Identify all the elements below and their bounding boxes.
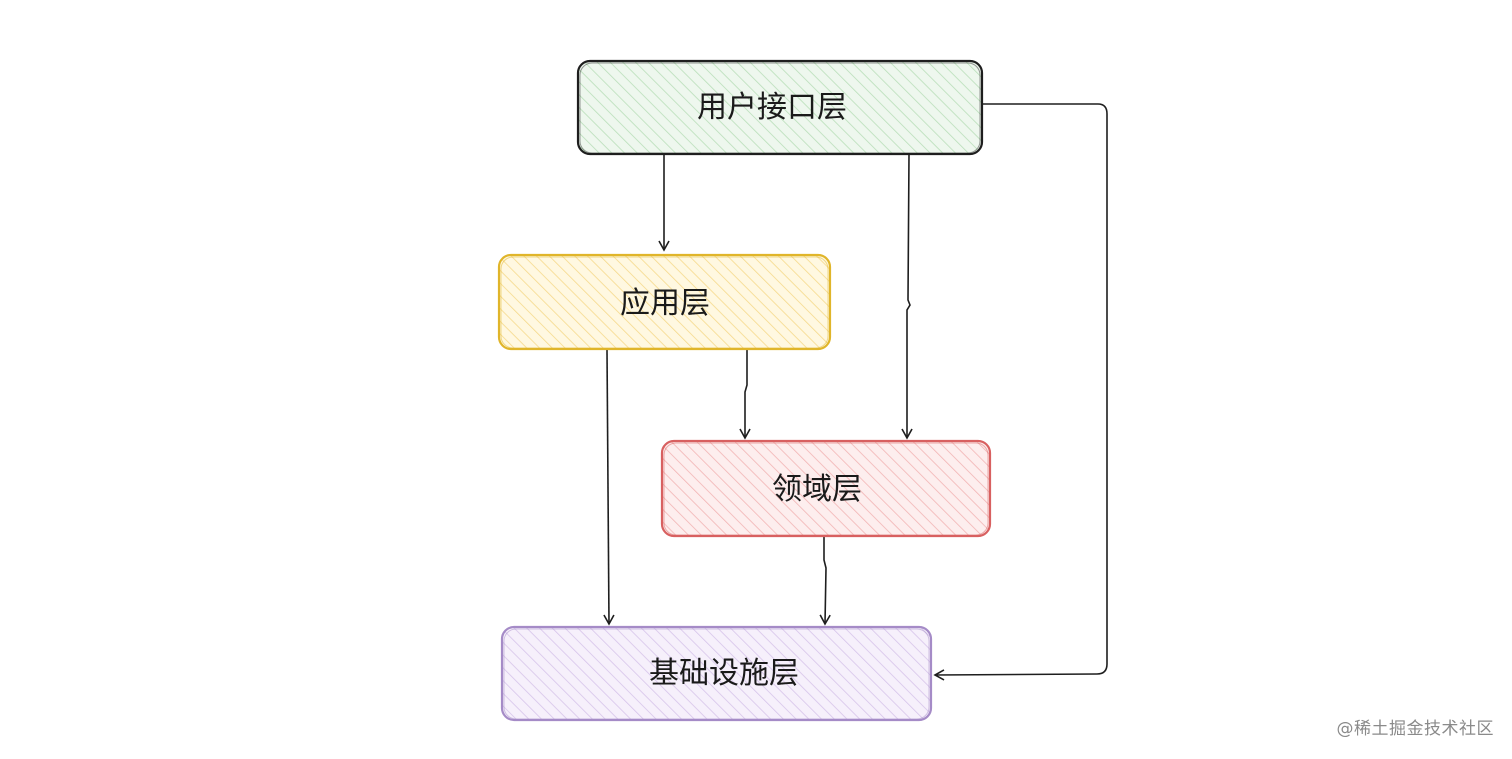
node-domain-layer: 领域层 bbox=[660, 439, 992, 538]
node-ui-label: 用户接口层 bbox=[697, 90, 847, 125]
node-domain-label: 领域层 bbox=[772, 472, 862, 507]
node-infra-label: 基础设施层 bbox=[649, 656, 799, 691]
node-app-label: 应用层 bbox=[620, 286, 710, 321]
edge-app-to-domain bbox=[739, 348, 751, 440]
node-ui-layer: 用户接口层 bbox=[576, 59, 984, 156]
node-app-layer: 应用层 bbox=[497, 253, 832, 351]
edge-ui-to-domain bbox=[901, 153, 913, 440]
edge-domain-to-infra bbox=[819, 537, 831, 626]
edge-ui-to-infra bbox=[933, 103, 1108, 681]
watermark-text: @稀土掘金技术社区 bbox=[1336, 719, 1494, 739]
edge-app-to-infra bbox=[603, 349, 615, 626]
node-infra-layer: 基础设施层 bbox=[500, 625, 933, 722]
